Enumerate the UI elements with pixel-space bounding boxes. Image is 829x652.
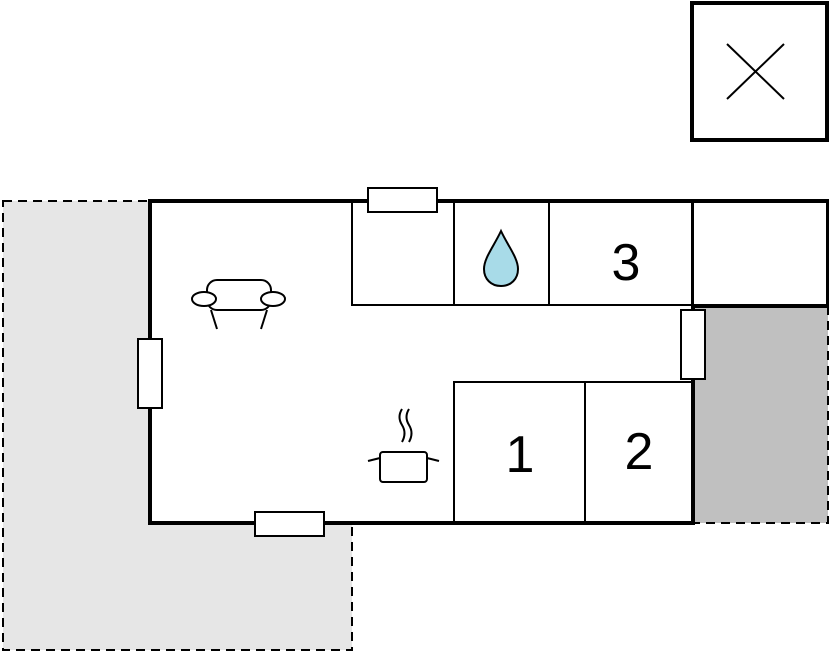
- cooking-pot-icon: [367, 408, 440, 483]
- bedroom-3: [548, 200, 694, 306]
- terrace-area: [2, 200, 353, 651]
- room-label-2: 2: [625, 423, 654, 481]
- water-drop-icon: [482, 228, 520, 288]
- window-top: [367, 187, 438, 213]
- window-right: [680, 309, 706, 380]
- armchair-icon: [191, 279, 286, 330]
- bedroom-2: [584, 381, 694, 524]
- window-left: [137, 338, 163, 409]
- room-label-3: 3: [612, 234, 641, 292]
- x-mark-icon: [690, 1, 829, 142]
- window-bottom: [254, 511, 325, 537]
- covered-terrace-area: [692, 305, 829, 524]
- room-label-1: 1: [506, 426, 535, 484]
- annex-walls: [693, 199, 829, 308]
